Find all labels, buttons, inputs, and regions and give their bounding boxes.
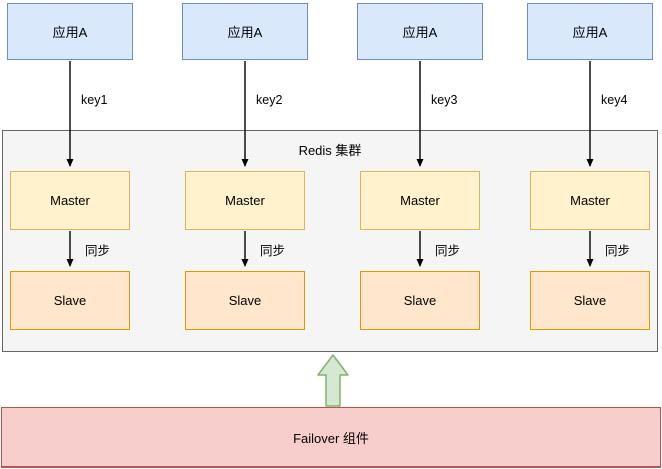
- failover-label: Failover 组件: [293, 430, 369, 446]
- failover-up-arrow: [317, 354, 349, 407]
- failover-component-bar: Failover 组件: [1, 407, 661, 468]
- master-box-4: Master: [530, 171, 650, 230]
- master-box-2: Master: [185, 171, 305, 230]
- sync-label-3: 同步: [435, 244, 461, 258]
- app-box-1: 应用A: [7, 3, 133, 60]
- key-label-1: key1: [81, 93, 108, 107]
- redis-cluster-title: Redis 集群: [298, 143, 362, 158]
- sync-label-1: 同步: [85, 244, 111, 258]
- slave-box-3: Slave: [360, 271, 480, 330]
- slave-box-4: Slave: [530, 271, 650, 330]
- slave-box-1: Slave: [10, 271, 130, 330]
- key-label-3: key3: [431, 93, 458, 107]
- app-box-3: 应用A: [357, 3, 483, 60]
- key-label-2: key2: [256, 93, 283, 107]
- master-box-3: Master: [360, 171, 480, 230]
- master-box-1: Master: [10, 171, 130, 230]
- sync-label-4: 同步: [605, 244, 631, 258]
- slave-box-2: Slave: [185, 271, 305, 330]
- sync-label-2: 同步: [260, 244, 286, 258]
- key-label-4: key4: [601, 93, 628, 107]
- app-box-2: 应用A: [182, 3, 308, 60]
- app-box-4: 应用A: [527, 3, 653, 60]
